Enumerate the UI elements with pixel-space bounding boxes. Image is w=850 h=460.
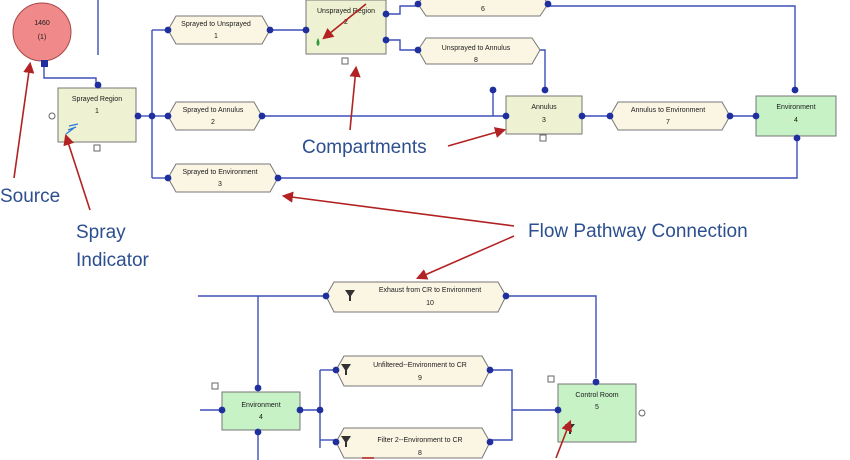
compartment-box[interactable]: Environment 4 <box>211 382 301 431</box>
filter-icon <box>341 436 351 447</box>
compartment-number: 4 <box>259 414 263 421</box>
compartment-title: Environment <box>241 402 280 409</box>
compartment-number: 5 <box>595 404 599 411</box>
compartment-title: Sprayed Region <box>72 96 122 103</box>
compartment-title: Unsprayed Region <box>317 8 375 15</box>
annotation-source: Source <box>0 186 60 207</box>
source-index: (1) <box>38 34 47 41</box>
pathway-title: Filter 2--Environment to CR <box>377 437 462 444</box>
droplet-icon <box>316 38 320 46</box>
pathway-title: Unsprayed to Annulus <box>442 45 511 52</box>
port-circle <box>638 409 646 417</box>
annotation-compartments: Compartments <box>302 137 427 158</box>
pathway-title: Annulus to Environment <box>631 107 705 114</box>
connection-line <box>386 5 418 15</box>
filter-icon <box>341 364 351 375</box>
pathway-node[interactable]: Unfiltered--Environment to CR 9 <box>335 355 491 387</box>
pathway-number: 8 <box>474 57 478 64</box>
port-square <box>341 57 349 65</box>
arrow-spray <box>63 133 91 211</box>
compartment-number: 1 <box>95 108 99 115</box>
pathway-number: 1 <box>214 33 218 40</box>
compartment-title: Control Room <box>575 392 618 399</box>
pathway-title: Unfiltered--Environment to CR <box>373 362 467 369</box>
arrow-control-room <box>555 419 572 459</box>
filter-icon <box>345 290 355 301</box>
pathway-title: Exhaust from CR to Environment <box>379 287 481 294</box>
connection-line <box>386 39 418 51</box>
pathway-node[interactable]: Sprayed to Unsprayed 1 <box>167 15 271 45</box>
source-value: 1460 <box>34 20 50 27</box>
connection-line <box>278 138 798 179</box>
pathway-node[interactable]: Unsprayed to Annulus 8 <box>417 37 541 65</box>
port-square <box>93 144 101 152</box>
compartment-number: 4 <box>794 117 798 124</box>
pathway-number: 2 <box>211 119 215 126</box>
pathway-node[interactable]: 6 <box>417 0 549 17</box>
pathway-number: 8 <box>418 450 422 457</box>
connection-line <box>43 64 97 86</box>
annotation-arrows <box>13 3 572 459</box>
arrow-flow-upper <box>281 191 515 227</box>
port-square <box>211 382 219 390</box>
annotation-flow: Flow Pathway Connection <box>528 221 748 242</box>
port-dots <box>41 0 801 446</box>
annotation-spray-line1: Spray <box>76 222 126 243</box>
port-circle <box>48 112 56 120</box>
arrow-compartments-right <box>447 127 507 147</box>
spray-icon <box>65 123 79 135</box>
compartment-box[interactable]: Unsprayed Region 2 <box>305 0 387 65</box>
pathway-number: 6 <box>481 6 485 13</box>
compartment-number: 3 <box>542 117 546 124</box>
connection-line <box>548 5 796 90</box>
pathway-number: 10 <box>426 300 434 307</box>
port-square <box>539 134 547 142</box>
pathway-title: Sprayed to Environment <box>182 169 257 176</box>
arrow-source <box>13 61 35 179</box>
pathway-title: Sprayed to Unsprayed <box>181 21 251 28</box>
compartment-box[interactable]: Annulus 3 <box>505 95 583 142</box>
port-square <box>547 375 555 383</box>
connection-line <box>490 369 558 411</box>
compartment-box[interactable]: Sprayed Region 1 <box>48 87 137 152</box>
compartment-number: 2 <box>344 19 348 26</box>
pathway-number: 7 <box>666 119 670 126</box>
compartment-box[interactable]: Environment 4 <box>755 95 837 137</box>
arrow-flow-lower <box>415 235 515 280</box>
annotation-spray-line2: Indicator <box>76 250 150 271</box>
arrow-compartments-top <box>322 3 367 40</box>
source-node[interactable]: 1460 (1) <box>12 2 72 62</box>
compartment-title: Annulus <box>531 104 557 111</box>
compartment-title: Environment <box>776 104 815 111</box>
compartment-box[interactable]: Control Room 5 <box>547 375 646 443</box>
pathway-number: 3 <box>218 181 222 188</box>
pathway-node[interactable]: Annulus to Environment 7 <box>609 101 731 131</box>
connection-line <box>506 295 597 378</box>
connection-line <box>540 49 546 90</box>
pathway-node[interactable]: Exhaust from CR to Environment 10 <box>325 281 507 313</box>
pathway-node[interactable]: Sprayed to Annulus 2 <box>167 101 263 131</box>
connection-line <box>490 410 513 441</box>
pathway-title: Sprayed to Annulus <box>183 107 244 114</box>
pathway-node[interactable]: Filter 2--Environment to CR 8 <box>335 427 491 459</box>
pathway-number: 9 <box>418 375 422 382</box>
arrow-compartments-mid <box>349 65 361 131</box>
pathway-node[interactable]: Sprayed to Environment 3 <box>167 163 279 193</box>
